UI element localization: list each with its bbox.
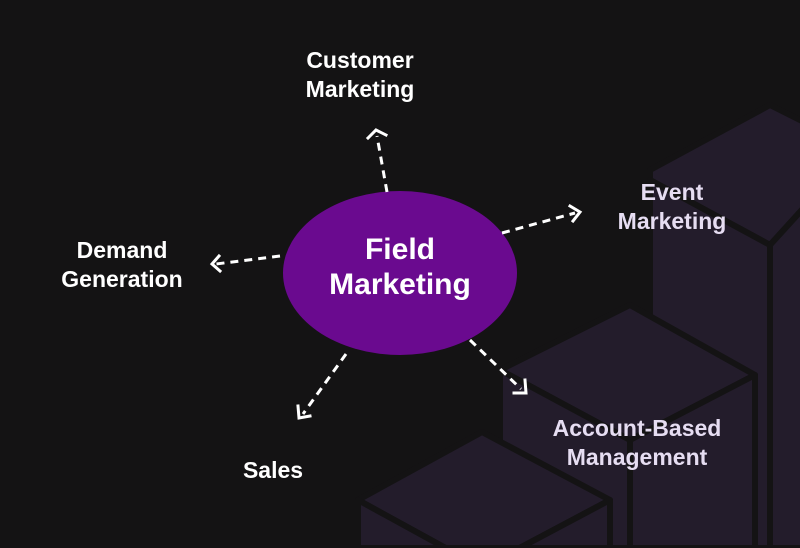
center-label: Field Marketing xyxy=(284,232,516,302)
demand-generation-line1: Demand xyxy=(76,237,168,263)
node-customer-marketing: Customer Marketing xyxy=(270,46,450,104)
node-event-marketing: Event Marketing xyxy=(592,178,752,236)
center-label-line1: Field xyxy=(364,233,435,266)
arrow-to-sales xyxy=(301,353,348,415)
account-based-management-line1: Account-Based xyxy=(552,415,722,441)
arrowheads xyxy=(209,128,583,420)
block-tall-front xyxy=(767,207,800,548)
arrow-to-customer-marketing xyxy=(375,135,389,193)
node-sales: Sales xyxy=(213,456,333,485)
arrow-to-demand-generation xyxy=(215,254,281,266)
account-based-management-line2: Management xyxy=(566,444,708,470)
arrowhead-event-marketing xyxy=(567,203,583,224)
block-front-left xyxy=(355,497,485,548)
node-demand-generation: Demand Generation xyxy=(42,236,202,294)
customer-marketing-line1: Customer xyxy=(306,47,414,73)
block-mid-right xyxy=(627,372,758,548)
node-account-based-management: Account-Based Management xyxy=(527,414,747,472)
customer-marketing-line2: Marketing xyxy=(305,76,415,102)
event-marketing-line1: Event xyxy=(640,179,704,205)
background-blocks xyxy=(355,102,800,548)
arrow-to-account-based-management xyxy=(468,338,523,391)
event-marketing-line2: Marketing xyxy=(617,208,727,234)
center-label-line2: Marketing xyxy=(329,268,471,301)
connectors xyxy=(215,135,576,415)
arrowhead-demand-generation xyxy=(209,253,223,274)
arrowhead-account-based-management xyxy=(512,378,528,395)
arrowhead-sales xyxy=(296,404,312,420)
demand-generation-line2: Generation xyxy=(61,266,183,292)
arrowhead-customer-marketing xyxy=(365,128,389,141)
block-front-right xyxy=(479,497,613,548)
sales-line1: Sales xyxy=(242,457,304,483)
arrow-to-event-marketing xyxy=(501,211,576,235)
center-node xyxy=(283,191,517,355)
